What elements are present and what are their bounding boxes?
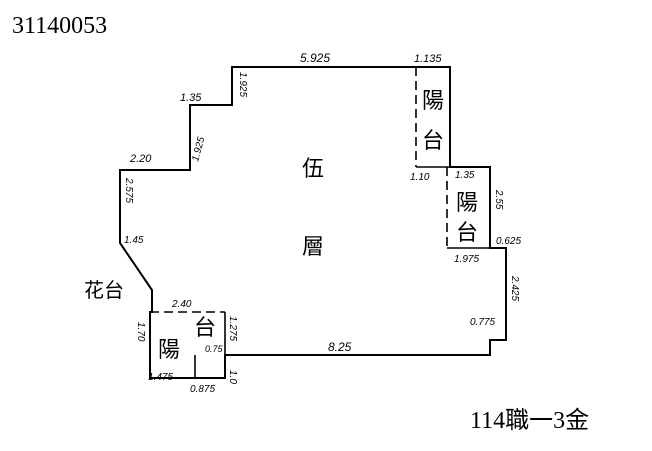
dim-top-right: 1.135	[414, 53, 442, 65]
planter-label: 花台	[84, 278, 124, 302]
dim-step1-vertical: 1.925	[237, 72, 248, 97]
dim-step2-vertical: 1.925	[190, 135, 207, 162]
dim-step1-horizontal: 1.35	[180, 92, 202, 104]
dim-left-vertical: 2.575	[123, 177, 134, 203]
dim-bottom-small-3: 1.0	[227, 370, 238, 384]
balcony-bottom-label-1: 陽	[158, 338, 180, 363]
dim-top-wall: 5.925	[300, 51, 330, 65]
dim-right-balcony-top: 1.35	[455, 170, 475, 181]
balcony-right-label-1: 陽	[456, 191, 478, 216]
dim-right-vertical-1: 2.55	[493, 189, 504, 210]
dim-right-balcony-mid: 1.10	[410, 172, 430, 183]
planter-edge	[119, 242, 153, 291]
balcony-right-label-2: 台	[456, 221, 478, 246]
document-id: 31140053	[12, 13, 107, 39]
dim-bottom-balcony-left: 1.70	[135, 322, 146, 342]
dim-bottom-small-1: 0.75	[205, 344, 224, 354]
dim-right-small: 0.625	[496, 236, 521, 247]
dim-bottom-balcony-top: 2.40	[171, 299, 192, 310]
balcony-top-label-1: 陽	[422, 89, 444, 114]
footer-label: 114職一3金	[470, 407, 589, 434]
main-room-label: 伍	[302, 157, 324, 182]
main-room-label-2: 層	[302, 235, 324, 260]
dim-bottom-wall: 8.25	[328, 340, 352, 354]
dim-bottom-balcony-bottom: 1.475	[148, 372, 173, 383]
dim-left-small: 1.45	[124, 235, 144, 246]
dim-step3-horizontal: 2.20	[129, 153, 152, 165]
building-outline	[119, 66, 507, 379]
balcony-bottom-label-2: 台	[194, 316, 216, 341]
dim-right-vertical-2: 2.425	[509, 275, 520, 301]
dim-bottom-balcony-right: 1.275	[227, 316, 238, 341]
dim-bottom-small-2: 0.875	[190, 384, 215, 395]
balcony-top-label-2: 台	[422, 129, 444, 154]
dim-right-bottom-small: 0.775	[470, 317, 495, 328]
dim-right-lower-top: 1.975	[454, 254, 479, 265]
